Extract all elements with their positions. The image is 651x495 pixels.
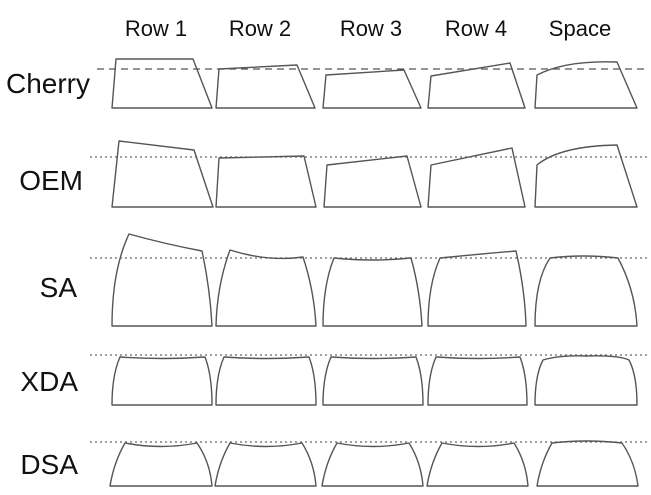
oem-row-3-keycap	[323, 155, 422, 208]
row-label-oem: OEM	[19, 165, 83, 196]
row-label-cherry: Cherry	[5, 68, 90, 99]
sa-row-4-keycap	[427, 250, 527, 327]
column-label-row-2: Row 2	[228, 16, 292, 41]
oem-row-1-keycap	[111, 140, 214, 208]
xda-row-4-keycap	[427, 356, 528, 406]
column-label-row-4: Row 4	[444, 16, 508, 41]
xda-row-2-keycap	[215, 356, 317, 406]
cherry-row-1-keycap	[111, 58, 213, 109]
sa-row-2-keycap	[215, 249, 317, 327]
cherry-row-3-keycap	[322, 69, 422, 109]
dsa-row-3-keycap	[321, 442, 424, 487]
dsa-row-4-keycap	[426, 442, 529, 487]
column-label-row-1: Row 1	[124, 16, 188, 41]
cherry-space-keycap	[534, 61, 638, 109]
oem-row-2-keycap	[215, 155, 317, 208]
oem-space-keycap	[534, 144, 638, 208]
xda-space-keycap	[534, 355, 638, 406]
xda-row-1-keycap	[111, 356, 213, 406]
dsa-row-2-keycap	[214, 442, 317, 487]
dsa-space-keycap	[536, 440, 639, 487]
cherry-row-4-keycap	[427, 62, 526, 109]
row-label-xda: XDA	[20, 366, 78, 397]
sa-row-3-keycap	[322, 257, 423, 327]
column-label-row-3: Row 3	[339, 16, 403, 41]
cherry-row-2-keycap	[215, 64, 316, 109]
oem-row-4-keycap	[427, 147, 526, 208]
row-label-sa: SA	[39, 272, 77, 303]
row-label-dsa: DSA	[20, 449, 78, 480]
dsa-row-1-keycap	[109, 442, 213, 487]
column-label-space: Space	[548, 16, 612, 41]
sa-row-1-keycap	[111, 233, 213, 327]
sa-space-keycap	[534, 255, 638, 327]
xda-row-3-keycap	[322, 356, 424, 406]
